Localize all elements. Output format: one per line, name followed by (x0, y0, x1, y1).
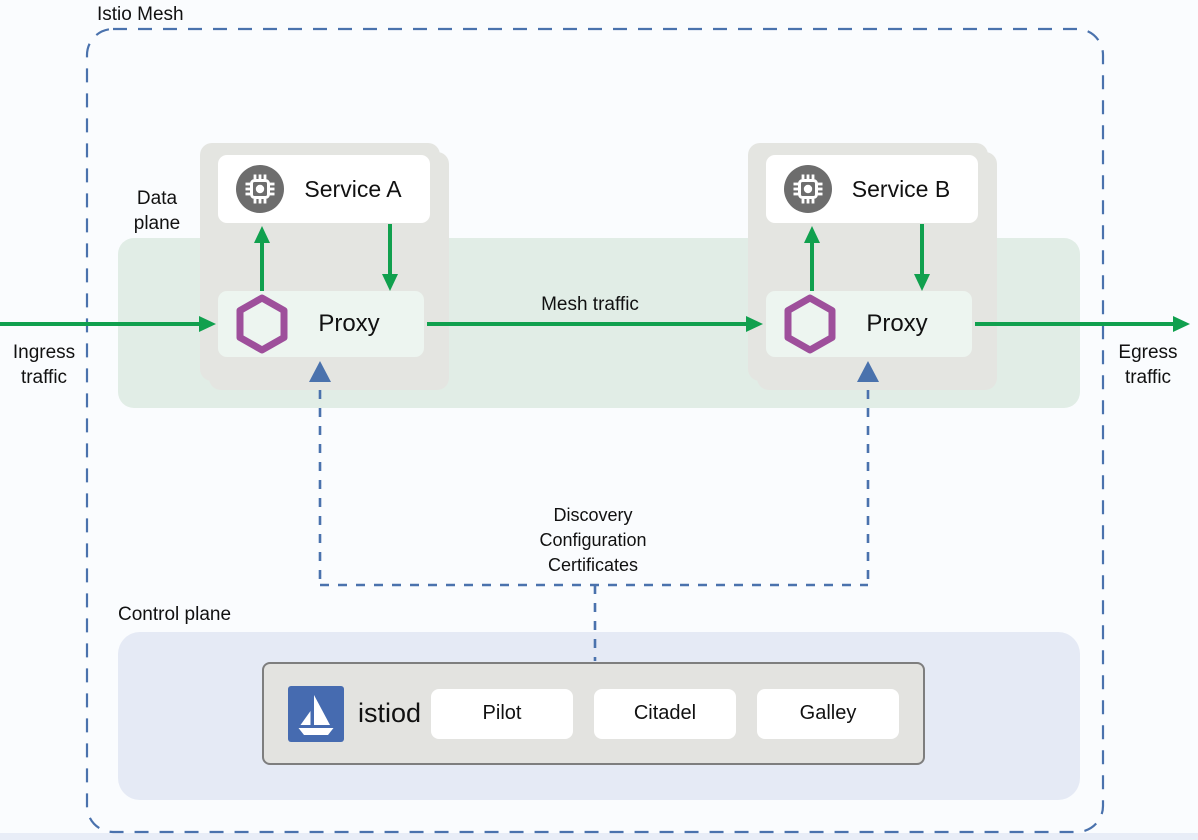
data-plane-label: Data plane (133, 188, 181, 234)
component-citadel: Citadel (594, 688, 736, 739)
service-b-card: Service B (766, 155, 978, 223)
ingress-traffic-label: Ingress traffic (12, 342, 76, 388)
proxy-b-label: Proxy (866, 310, 928, 337)
proxy-a-label: Proxy (318, 310, 380, 337)
service-a-name: Service A (304, 175, 402, 202)
proxy-b-card: Proxy (766, 291, 972, 357)
proxy-a-card: Proxy (218, 291, 424, 357)
istio-sailboat-logo-icon (288, 685, 344, 742)
component-galley: Galley (757, 688, 899, 739)
cpu-icon (236, 165, 284, 213)
service-b-name: Service B (851, 175, 951, 202)
mesh-traffic-label: Mesh traffic (541, 294, 639, 315)
egress-traffic-label: Egress traffic (1118, 342, 1178, 388)
istiod-box: istiod Pilot Citadel Galley (262, 662, 925, 765)
control-channel-label: Discovery Configuration Certificates (539, 505, 647, 575)
control-plane-label: Control plane (118, 604, 232, 625)
istio-mesh-title: Istio Mesh (97, 4, 184, 25)
istiod-label: istiod (358, 698, 422, 728)
istiod-components: Pilot Citadel Galley (431, 688, 899, 739)
service-a-card: Service A (218, 155, 430, 223)
bottom-edge-strip (0, 833, 1198, 840)
hexagon-icon (236, 294, 288, 354)
cpu-icon (784, 165, 832, 213)
component-pilot: Pilot (431, 688, 573, 739)
hexagon-icon (784, 294, 836, 354)
